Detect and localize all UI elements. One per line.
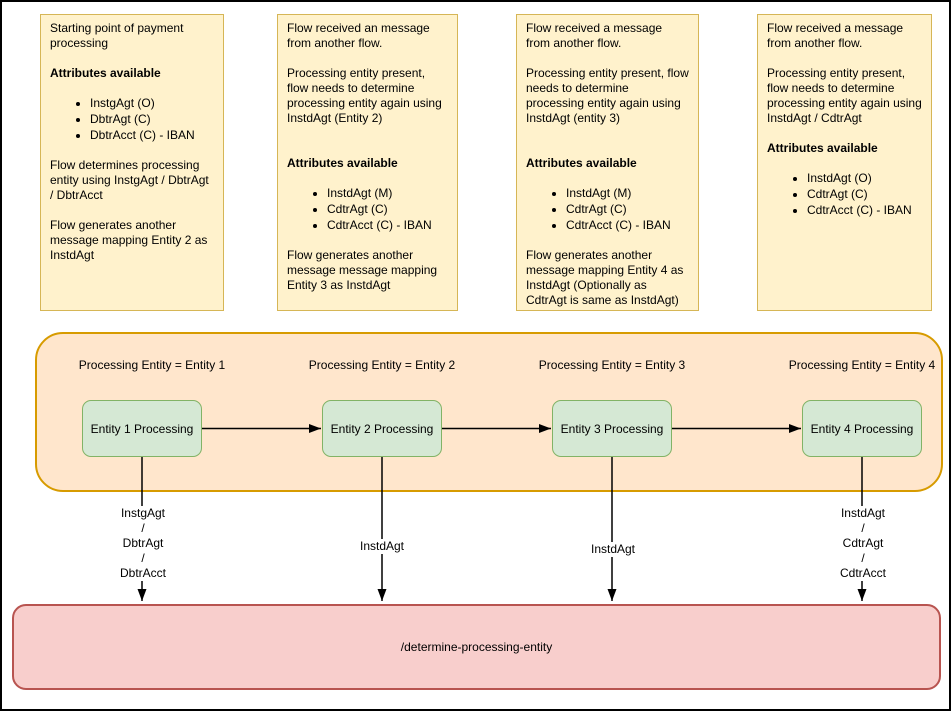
note-paragraph: Flow generates another message message m… [287, 248, 438, 292]
note-paragraph: Flow determines processing entity using … [50, 158, 209, 202]
step-entity-2-processing: Entity 2 Processing [322, 400, 442, 457]
attributes-list: InstdAgt (M) CdtrAgt (C) CdtrAcct (C) - … [287, 186, 448, 233]
connector-label-entity2: InstdAgt [357, 539, 407, 554]
attribute-item: CdtrAcct (C) - IBAN [807, 203, 922, 218]
attributes-heading: Attributes available [287, 156, 398, 170]
attribute-item: CdtrAcct (C) - IBAN [566, 218, 689, 233]
connector-label-entity4: InstdAgt/CdtrAgt/CdtrAcct [837, 506, 889, 581]
note-paragraph: Processing entity present, flow needs to… [767, 66, 922, 125]
attribute-item: InstdAgt (M) [327, 186, 448, 201]
note-entity-2: Flow received an message from another fl… [277, 14, 458, 311]
attribute-item: CdtrAcct (C) - IBAN [327, 218, 448, 233]
step-entity-1-processing: Entity 1 Processing [82, 400, 202, 457]
note-paragraph: Flow received a message from another flo… [526, 21, 663, 50]
processing-entity-label-2: Processing Entity = Entity 2 [308, 358, 456, 372]
attributes-list: InstdAgt (O) CdtrAgt (C) CdtrAcct (C) - … [767, 171, 922, 218]
note-entity-1: Starting point of payment processing Att… [40, 14, 224, 311]
attribute-item: CdtrAgt (C) [566, 202, 689, 217]
note-paragraph: Flow received an message from another fl… [287, 21, 430, 50]
connector-label-entity1: InstgAgt/DbtrAgt/DbtrAcct [117, 506, 169, 581]
processing-entity-label-3: Processing Entity = Entity 3 [538, 358, 686, 372]
attribute-item: DbtrAgt (C) [90, 112, 214, 127]
note-paragraph: Processing entity present, flow needs to… [287, 66, 442, 125]
note-paragraph: Flow generates another message mapping E… [526, 248, 684, 307]
attributes-list: InstdAgt (M) CdtrAgt (C) CdtrAcct (C) - … [526, 186, 689, 233]
attributes-heading: Attributes available [50, 66, 161, 80]
connector-label-entity3: InstdAgt [588, 542, 638, 557]
attributes-heading: Attributes available [767, 141, 878, 155]
note-entity-4: Flow received a message from another flo… [757, 14, 932, 311]
attribute-item: CdtrAgt (C) [327, 202, 448, 217]
attribute-item: InstgAgt (O) [90, 96, 214, 111]
attribute-item: CdtrAgt (C) [807, 187, 922, 202]
processing-entity-label-4: Processing Entity = Entity 4 [788, 358, 936, 372]
processing-entity-label-1: Processing Entity = Entity 1 [78, 358, 226, 372]
attribute-item: InstdAgt (M) [566, 186, 689, 201]
note-paragraph: Starting point of payment processing [50, 21, 184, 50]
attributes-list: InstgAgt (O) DbtrAgt (C) DbtrAcct (C) - … [50, 96, 214, 143]
endpoint-label: /determine-processing-entity [400, 640, 553, 654]
endpoint-determine-processing-entity: /determine-processing-entity [12, 604, 941, 690]
attributes-heading: Attributes available [526, 156, 637, 170]
note-paragraph: Processing entity present, flow needs to… [526, 66, 689, 125]
step-entity-3-processing: Entity 3 Processing [552, 400, 672, 457]
note-paragraph: Flow generates another message mapping E… [50, 218, 208, 262]
attribute-item: InstdAgt (O) [807, 171, 922, 186]
note-paragraph: Flow received a message from another flo… [767, 21, 904, 50]
note-entity-3: Flow received a message from another flo… [516, 14, 699, 311]
step-entity-4-processing: Entity 4 Processing [802, 400, 922, 457]
attribute-item: DbtrAcct (C) - IBAN [90, 128, 214, 143]
